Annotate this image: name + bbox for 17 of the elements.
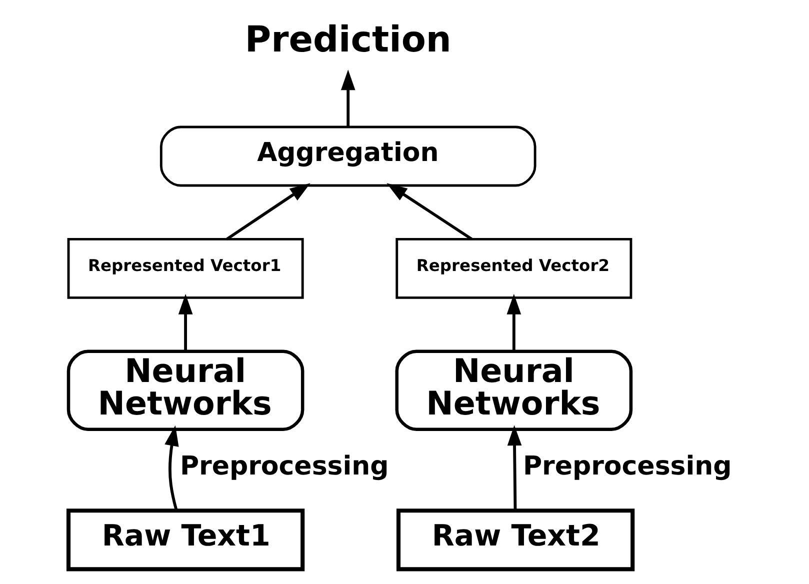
node-text: Prediction (244, 20, 451, 61)
arrow (386, 183, 472, 240)
edge-label: Preprocessing (179, 452, 388, 482)
node-box: Aggregation (159, 126, 536, 187)
node-box: Represented Vector1 (66, 238, 304, 299)
edge-label: Preprocessing (522, 452, 732, 482)
arrow (164, 425, 178, 511)
node-box: Raw Text1 (66, 508, 304, 572)
arrow (178, 294, 192, 352)
arrow (506, 294, 521, 352)
arrow (340, 70, 355, 127)
arrow (226, 183, 310, 240)
node-box: Raw Text2 (396, 508, 634, 572)
node-box: Represented Vector2 (395, 238, 632, 299)
node-box: Neural Networks (394, 350, 632, 431)
arrow (506, 425, 522, 510)
node-box: Neural Networks (66, 350, 304, 431)
